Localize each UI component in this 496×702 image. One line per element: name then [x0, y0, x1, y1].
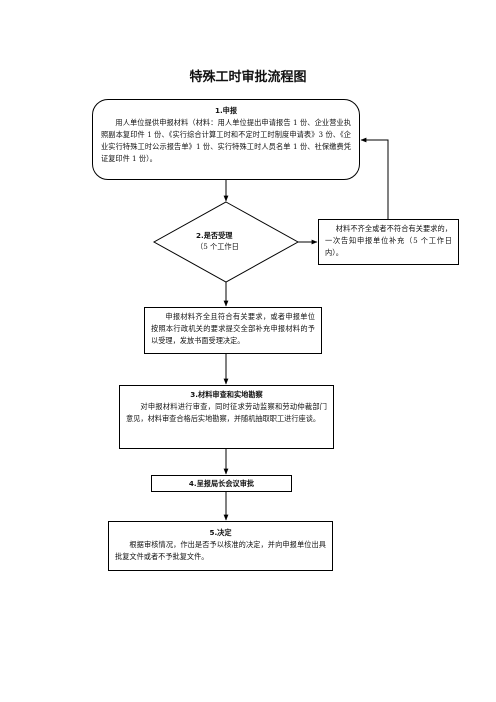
step4-approval-box: 4.呈报局长会议审批	[151, 475, 292, 492]
step5-decision-box: 5.决定 根据审核情况，作出是否予以核准的决定，并向申报单位出具批复文件或者不予…	[108, 521, 333, 571]
step1-heading: 1.申报	[214, 106, 238, 115]
step1-text: 用人单位提供申报材料（材料：用人单位提出申请报告 1 份、企业营业执照副本复印件…	[101, 118, 351, 163]
step1-apply-box: 1.申报 用人单位提供申报材料（材料：用人单位提出申请报告 1 份、企业营业执照…	[92, 99, 360, 180]
step4-heading: 4.呈报局长会议审批	[188, 479, 255, 488]
decision-text: 2.是否受理 （5 个工作日	[196, 230, 256, 252]
arrow-note-to-step1	[360, 137, 389, 219]
supplement-note-box: 材料不齐全或者不符合有关要求的，一次告知申报单位补充（5 个工作日内）。	[318, 219, 459, 265]
page-title: 特殊工时审批流程图	[189, 70, 307, 85]
step2-text: （5 个工作日	[196, 242, 239, 251]
step3-text: 对申报材料进行审查，同时征求劳动监察和劳动仲裁部门意见，材料审查合格后实地勘察，…	[126, 402, 327, 423]
step3-heading: 3.材料审查和实地勘察	[190, 390, 263, 399]
acceptance-text: 申报材料齐全且符合有关要求，或者申报单位按照本行政机关的要求提交全部补充申报材料…	[151, 312, 315, 345]
step5-heading: 5.决定	[209, 528, 232, 537]
supplement-note-text: 材料不齐全或者不符合有关要求的，一次告知申报单位补充（5 个工作日内）。	[325, 224, 452, 257]
step3-review-box: 3.材料审查和实地勘察 对申报材料进行审查，同时征求劳动监察和劳动仲裁部门意见，…	[119, 385, 334, 449]
step2-heading: 2.是否受理	[196, 231, 233, 240]
acceptance-box: 申报材料齐全且符合有关要求，或者申报单位按照本行政机关的要求提交全部补充申报材料…	[144, 307, 322, 354]
step5-text: 根据审核情况，作出是否予以核准的决定，并向申报单位出具批复文件或者不予批复文件。	[115, 540, 326, 561]
